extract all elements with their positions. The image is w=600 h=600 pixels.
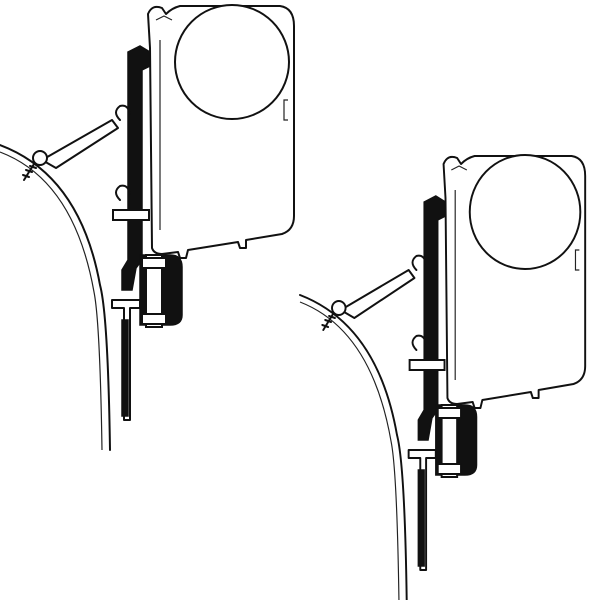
left-assembly: [0, 4, 295, 451]
right-assembly: [299, 154, 587, 600]
